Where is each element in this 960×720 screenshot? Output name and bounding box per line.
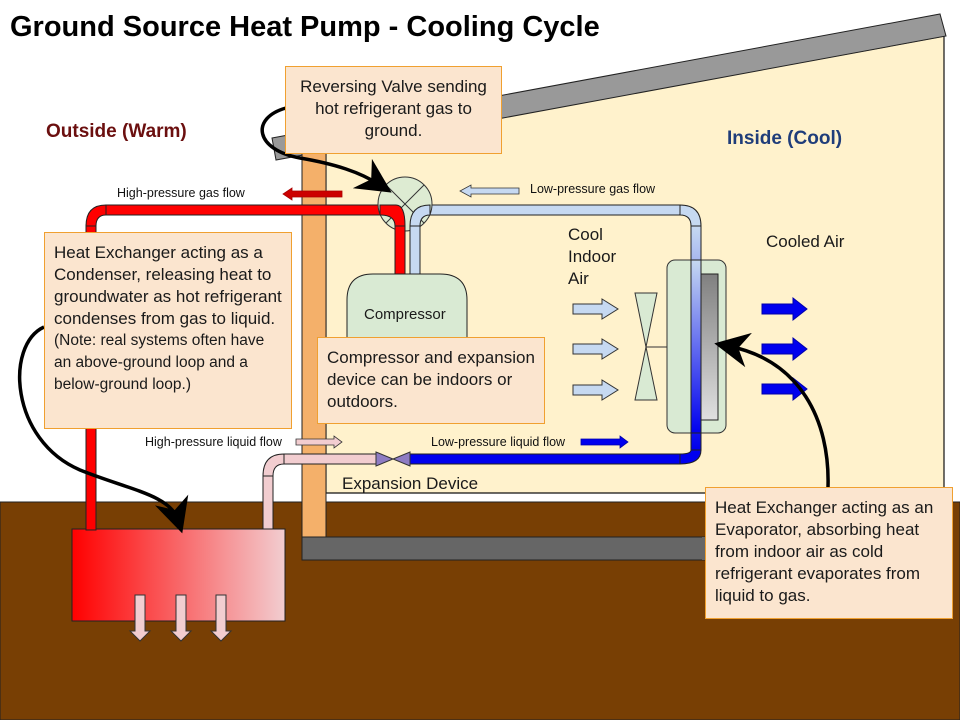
low-pressure-liquid-arrow xyxy=(580,435,629,449)
foundation xyxy=(301,536,713,561)
cooled-air-label: Cooled Air xyxy=(766,232,845,251)
pointer-arrow-condenser xyxy=(17,325,189,534)
air-arrow-in xyxy=(572,298,619,320)
compressor-body xyxy=(346,273,468,351)
callout-evaporator: Heat Exchanger acting as an Evaporator, … xyxy=(705,487,953,619)
air-arrow-out xyxy=(761,296,808,322)
callout-compressor-location: Compressor and expansion device can be i… xyxy=(317,337,545,424)
outside-label: Outside (Warm) xyxy=(46,121,187,142)
evaporator-coil xyxy=(700,273,719,421)
inside-label: Inside (Cool) xyxy=(727,128,843,149)
heat-arrow-down xyxy=(169,594,193,642)
callout-condenser-note: (Note: real systems often have an above-… xyxy=(54,332,265,393)
callout-reversing-valve-text: Reversing Valve sending hot refrigerant … xyxy=(300,77,487,140)
compressor-label: Compressor xyxy=(364,306,446,323)
high-pressure-liquid-arrow xyxy=(295,435,343,449)
callout-evaporator-text: Heat Exchanger acting as an Evaporator, … xyxy=(715,498,934,605)
expansion-device-label: Expansion Device xyxy=(342,474,479,493)
air-arrow-in xyxy=(572,338,619,360)
air-arrow-in xyxy=(572,379,619,401)
air-arrow-out xyxy=(761,336,808,362)
fan-icon xyxy=(634,292,667,401)
cool-air-in-arrows xyxy=(572,298,619,401)
high-pressure-gas-flow-label: High-pressure gas flow xyxy=(117,186,245,200)
cool-indoor-air-label: Cool Indoor Air xyxy=(568,225,617,288)
low-pressure-gas-arrow xyxy=(459,184,520,198)
high-pressure-gas-arrow xyxy=(282,187,343,201)
callout-compressor-location-text: Compressor and expansion device can be i… xyxy=(327,348,535,411)
page-title: Ground Source Heat Pump - Cooling Cycle xyxy=(10,11,600,43)
heat-arrow-down xyxy=(128,594,152,642)
high-pressure-liquid-pipe xyxy=(262,453,377,530)
heat-arrow-down xyxy=(209,594,233,642)
cooled-air-out-arrows xyxy=(761,296,808,402)
high-pressure-liquid-flow-label: High-pressure liquid flow xyxy=(145,435,282,449)
callout-condenser-text: Heat Exchanger acting as a Condenser, re… xyxy=(54,243,282,328)
callout-condenser: Heat Exchanger acting as a Condenser, re… xyxy=(44,232,292,429)
pointer-arrow-evaporator xyxy=(714,332,830,488)
pointer-arrow-reversing-valve xyxy=(260,106,392,193)
callout-reversing-valve: Reversing Valve sending hot refrigerant … xyxy=(285,66,502,154)
ground-heat-arrows xyxy=(128,594,233,642)
low-pressure-gas-flow-label: Low-pressure gas flow xyxy=(530,182,656,196)
expansion-device-icon xyxy=(375,451,411,467)
low-pressure-liquid-flow-label: Low-pressure liquid flow xyxy=(431,435,566,449)
